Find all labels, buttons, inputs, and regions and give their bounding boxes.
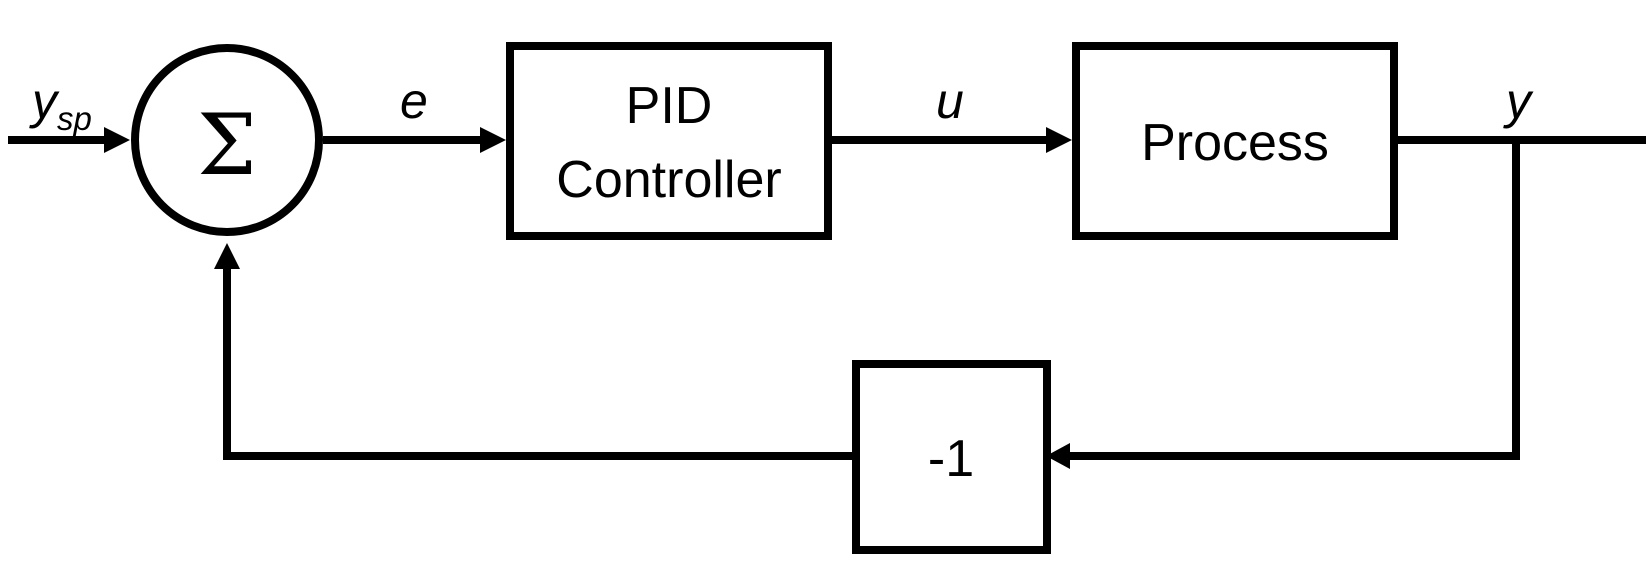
setpoint-signal-subscript: sp [57, 100, 92, 137]
sigma-symbol: Σ [197, 96, 256, 194]
feedback-gain-block [852, 360, 1051, 554]
error-signal-label: e [400, 73, 428, 129]
feedback-return-wire [223, 265, 856, 460]
feedback-pickoff-wire [1066, 140, 1520, 460]
control-signal-arrowhead [1046, 127, 1072, 153]
output-signal-label: y [1503, 73, 1534, 129]
process-label: Process [1141, 114, 1329, 172]
summing-junction [131, 44, 323, 236]
summing-junction-arrowhead [214, 243, 240, 269]
pid-controller-block [506, 42, 832, 240]
control-signal-label: u [936, 73, 964, 129]
setpoint-signal-main: y [29, 73, 60, 129]
process-block [1072, 42, 1398, 240]
setpoint-arrowhead [104, 127, 130, 153]
setpoint-signal-label: ysp [29, 73, 92, 137]
pid-controller-label-line2: Controller [556, 151, 781, 209]
error-arrowhead [480, 127, 506, 153]
pid-controller-label-line1: PID [626, 77, 713, 135]
feedback-gain-label: -1 [928, 430, 974, 488]
feedback-gain-arrowhead [1046, 443, 1070, 469]
